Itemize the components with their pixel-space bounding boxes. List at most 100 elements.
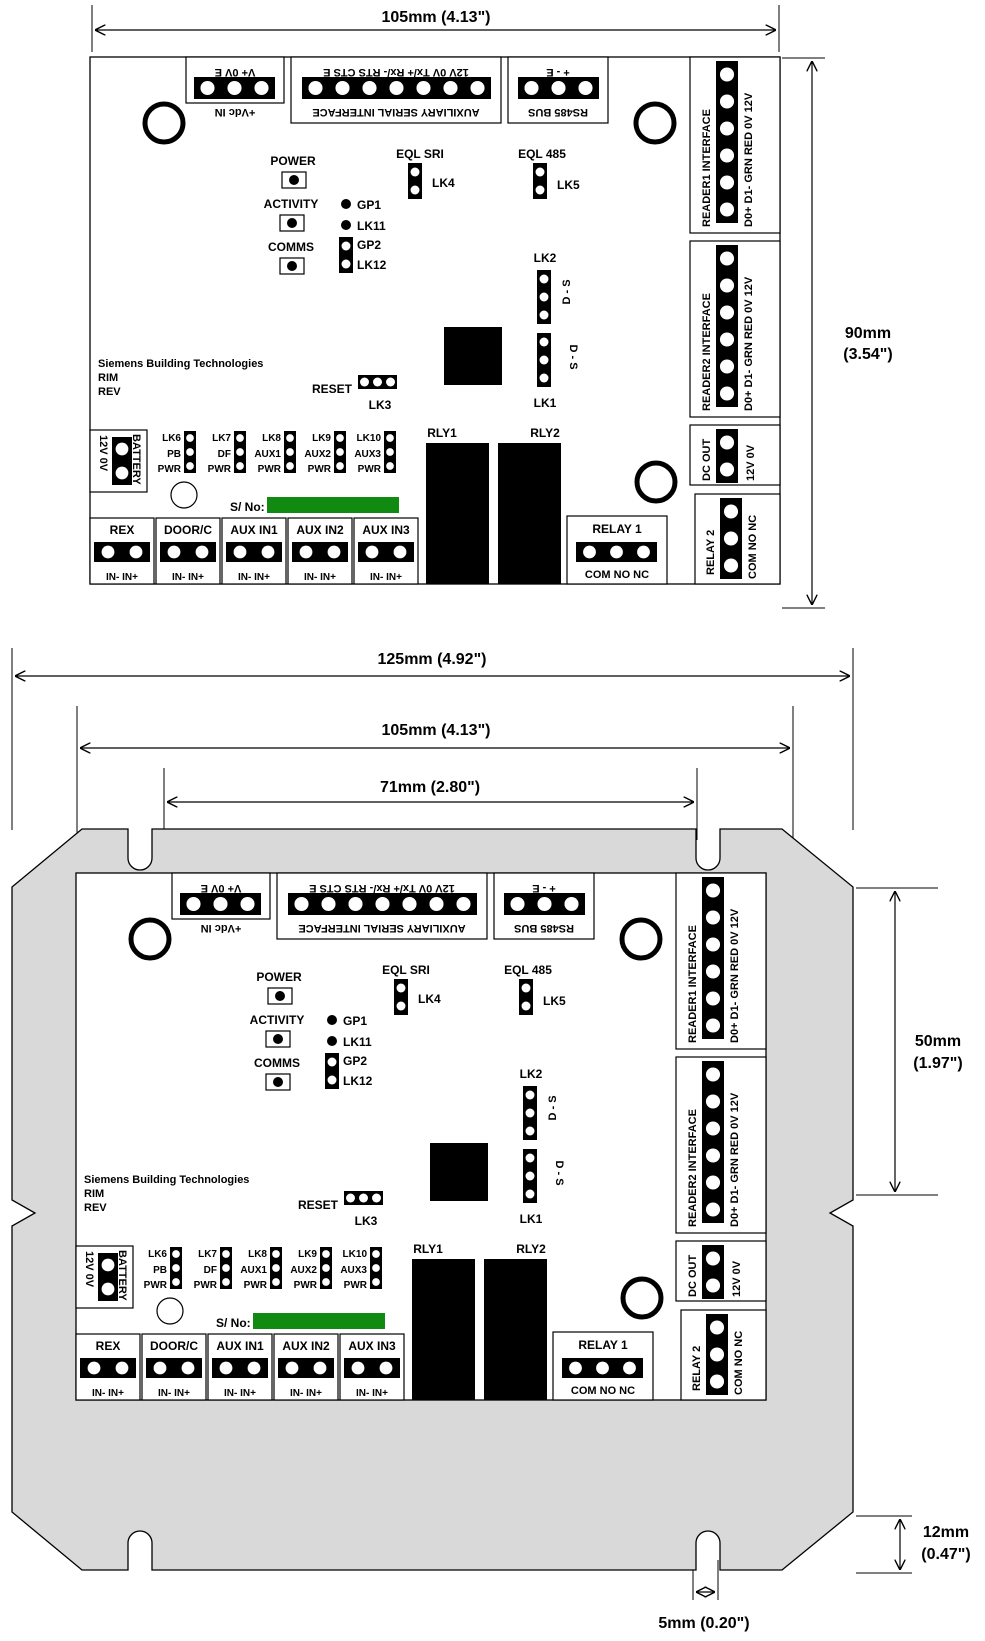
input-pin-labels: IN- IN+ <box>224 1388 256 1399</box>
reader2-pin-labels: D0+ D1- GRN RED 0V 12V <box>729 1092 741 1227</box>
reader1-pins-pin <box>719 148 735 163</box>
reader1-pins-pin <box>719 175 735 190</box>
relay2-pins-pin <box>723 558 739 573</box>
battery-pins-pin <box>115 442 129 456</box>
board-width-label: 105mm (4.13") <box>382 722 491 739</box>
serial-number-label: S/ No: <box>216 1316 251 1330</box>
reset-jumper-pin <box>386 377 395 387</box>
lk-jumper-name: LK6 <box>148 1249 167 1260</box>
reader2-pins-pin <box>719 359 735 374</box>
input-pin-labels: IN- IN+ <box>158 1388 190 1399</box>
lk-jumper-pins-pin <box>222 1250 230 1258</box>
battery-pin-labels: 12V 0V <box>97 435 109 472</box>
top-height-label-mm: 90mm <box>845 325 891 342</box>
reader2-pins-pin <box>719 386 735 401</box>
lk-jumper-pins-pin <box>322 1264 330 1272</box>
relay2-label: RELAY 2 <box>691 1346 703 1391</box>
reader1-pins-block <box>716 61 738 223</box>
slot-width-label: 5mm (0.20") <box>658 1615 749 1632</box>
lk5-jumper-pin <box>521 983 531 993</box>
reader1-pins-pin <box>719 202 735 217</box>
reader2-pins-pin <box>719 332 735 347</box>
lk2-jumper-pin <box>539 310 549 320</box>
reader1-pins-pin <box>719 121 735 136</box>
reader2-pins-block <box>716 245 738 407</box>
input-pins-pin <box>181 1361 195 1375</box>
lk-jumper-pins-pin <box>286 462 294 470</box>
lk-jumper-pins-pin <box>322 1278 330 1286</box>
slot-span-label-in: (1.97") <box>913 1055 962 1072</box>
lk-jumper-pins-pin <box>236 434 244 442</box>
lk-jumper-name: LK8 <box>248 1249 267 1260</box>
lk-jumper-opt-b: PWR <box>344 1280 368 1291</box>
lk-jumper-opt-b: PWR <box>158 464 182 475</box>
rs485-pins-pin <box>578 80 593 96</box>
reader1-pins-pin <box>719 94 735 109</box>
input-pins-pin <box>299 545 313 559</box>
outer-width-label: 125mm (4.92") <box>378 651 487 668</box>
lk-jumper-opt-a: DF <box>204 1265 217 1276</box>
relay1-label: RELAY 1 <box>592 522 642 536</box>
lk-jumper-opt-b: PWR <box>294 1280 318 1291</box>
input-pins-pin <box>313 1361 327 1375</box>
reader2-pins-pin <box>719 251 735 266</box>
rs485-pin-labels: + - E <box>546 66 570 78</box>
dc-out-pins-pin <box>705 1278 721 1293</box>
rs485-pin-labels: + - E <box>532 882 556 894</box>
relay1-pins-pin <box>623 1361 636 1375</box>
gp2-jumper-pin <box>341 241 351 251</box>
vin-pins-pin <box>254 80 269 96</box>
lk-jumper-pins-pin <box>272 1278 280 1286</box>
gp2-jumper-pin <box>327 1057 337 1067</box>
comms-label: COMMS <box>254 1056 300 1070</box>
reader2-pin-labels: D0+ D1- GRN RED 0V 12V <box>743 276 755 411</box>
reader2-pins-pin <box>719 278 735 293</box>
lk-jumper-opt-b: PWR <box>208 464 232 475</box>
reader1-pin-labels: D0+ D1- GRN RED 0V 12V <box>729 908 741 1043</box>
aux-pins-pin <box>416 80 431 96</box>
mount-hole-tr <box>633 101 677 145</box>
vin-pin-labels: V+ 0V E <box>215 66 256 78</box>
lk-jumper-opt-b: PWR <box>258 464 282 475</box>
aux-pins-pin <box>348 896 363 912</box>
battery-pins-pin <box>101 1258 115 1272</box>
input-label: DOOR/C <box>164 523 212 537</box>
lk-jumper-opt-a: PB <box>153 1265 167 1276</box>
reset-label: RESET <box>298 1198 339 1212</box>
aux-serial-label: AUXILIARY SERIAL INTERFACE <box>298 922 465 934</box>
lk1-jumper-pin <box>525 1171 535 1181</box>
lk-jumper-pins-pin <box>272 1264 280 1272</box>
relay1-pins-pin <box>610 545 623 559</box>
slot-span-label-mm: 50mm <box>915 1033 961 1050</box>
lk11-dot <box>341 220 351 230</box>
aux-pins-pin <box>294 896 309 912</box>
rs485-pins-pin <box>510 896 525 912</box>
relay2-pins-pin <box>709 1347 725 1362</box>
lk-jumper-opt-a: AUX1 <box>254 449 281 460</box>
eql-485-label: EQL 485 <box>518 147 566 161</box>
reader2-pins-pin <box>705 1067 721 1082</box>
input-pins-pin <box>285 1361 299 1375</box>
aux-pins-pin <box>456 896 471 912</box>
battery-pins-pin <box>115 466 129 480</box>
battery-label: BATTERY <box>116 1250 128 1301</box>
lk2-jumper-pin <box>525 1126 535 1136</box>
lk-jumper-name: LK6 <box>162 433 181 444</box>
input-pins-pin <box>379 1361 393 1375</box>
lk2-jumper-pin <box>525 1108 535 1118</box>
reader1-label: READER1 INTERFACE <box>701 109 713 227</box>
dc-out-pin-labels: 12V 0V <box>745 444 757 481</box>
lk-jumper-opt-b: PWR <box>358 464 382 475</box>
lk-jumper-opt-b: PWR <box>308 464 332 475</box>
reader1-pins-pin <box>705 964 721 979</box>
input-pins-pin <box>167 545 181 559</box>
vin-pins-pin <box>227 80 242 96</box>
input-pins-pin <box>87 1361 101 1375</box>
lk-jumper-opt-a: AUX2 <box>290 1265 317 1276</box>
reader1-pins-pin <box>705 937 721 952</box>
reader1-pins-pin <box>705 910 721 925</box>
aux-pins-pin <box>470 80 485 96</box>
reader2-pins-pin <box>719 305 735 320</box>
hole-span-label: 71mm (2.80") <box>380 779 480 796</box>
lk4-label: LK4 <box>418 992 441 1006</box>
